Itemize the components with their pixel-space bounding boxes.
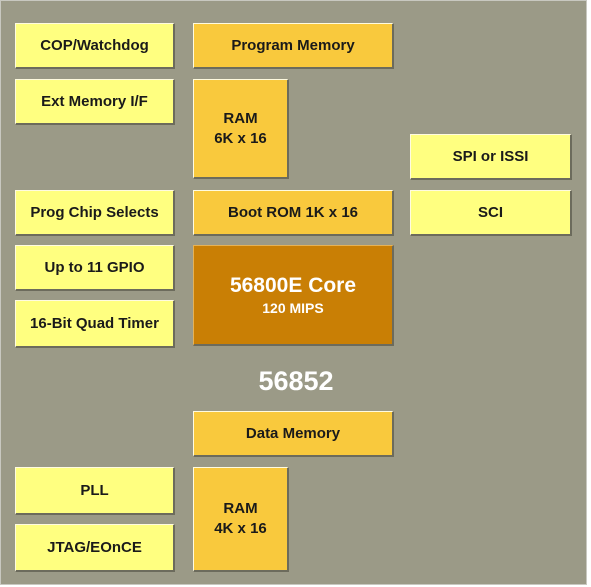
chip-name: 56852 bbox=[258, 366, 334, 396]
cop-watchdog-label: COP/Watchdog bbox=[40, 36, 149, 54]
prog-chip-selects-label: Prog Chip Selects bbox=[30, 203, 159, 221]
spi-issi-label: SPI or ISSI bbox=[452, 147, 529, 165]
program-memory-label: Program Memory bbox=[231, 36, 355, 54]
core-title: 56800E Core bbox=[229, 274, 357, 297]
program-ram-block: RAM 6K x 16 bbox=[193, 79, 289, 179]
program-ram-size: 6K x 16 bbox=[214, 129, 267, 147]
jtag-eonce-label: JTAG/EOnCE bbox=[47, 538, 142, 556]
sci-block: SCI bbox=[410, 190, 572, 236]
pll-block: PLL bbox=[15, 467, 175, 515]
data-memory-label: Data Memory bbox=[245, 424, 341, 442]
boot-rom-block: Boot ROM 1K x 16 bbox=[193, 190, 394, 236]
quad-timer-block: 16-Bit Quad Timer bbox=[15, 300, 175, 348]
data-ram-size: 4K x 16 bbox=[214, 520, 267, 537]
program-ram-label: RAM bbox=[223, 109, 258, 127]
gpio-label: Up to 11 GPIO bbox=[44, 258, 145, 276]
cop-watchdog-block: COP/Watchdog bbox=[15, 23, 175, 69]
core-speed: 120 MIPS bbox=[262, 300, 324, 316]
pll-label: PLL bbox=[80, 481, 109, 499]
core-block: 56800E Core 120 MIPS bbox=[193, 245, 394, 346]
data-ram-block: RAM 4K x 16 bbox=[193, 467, 289, 572]
quad-timer-label: 16-Bit Quad Timer bbox=[30, 314, 159, 332]
prog-chip-selects-block: Prog Chip Selects bbox=[15, 190, 175, 236]
gpio-block: Up to 11 GPIO bbox=[15, 245, 175, 291]
program-memory-block: Program Memory bbox=[193, 23, 394, 69]
spi-issi-block: SPI or ISSI bbox=[410, 134, 572, 180]
ext-memory-if-label: Ext Memory I/F bbox=[41, 92, 148, 110]
data-memory-block: Data Memory bbox=[193, 411, 394, 457]
boot-rom-label: Boot ROM 1K x 16 bbox=[227, 203, 359, 221]
ext-memory-if-block: Ext Memory I/F bbox=[15, 79, 175, 125]
data-ram-label: RAM bbox=[223, 500, 258, 517]
sci-label: SCI bbox=[477, 203, 503, 221]
jtag-eonce-block: JTAG/EOnCE bbox=[15, 524, 175, 572]
